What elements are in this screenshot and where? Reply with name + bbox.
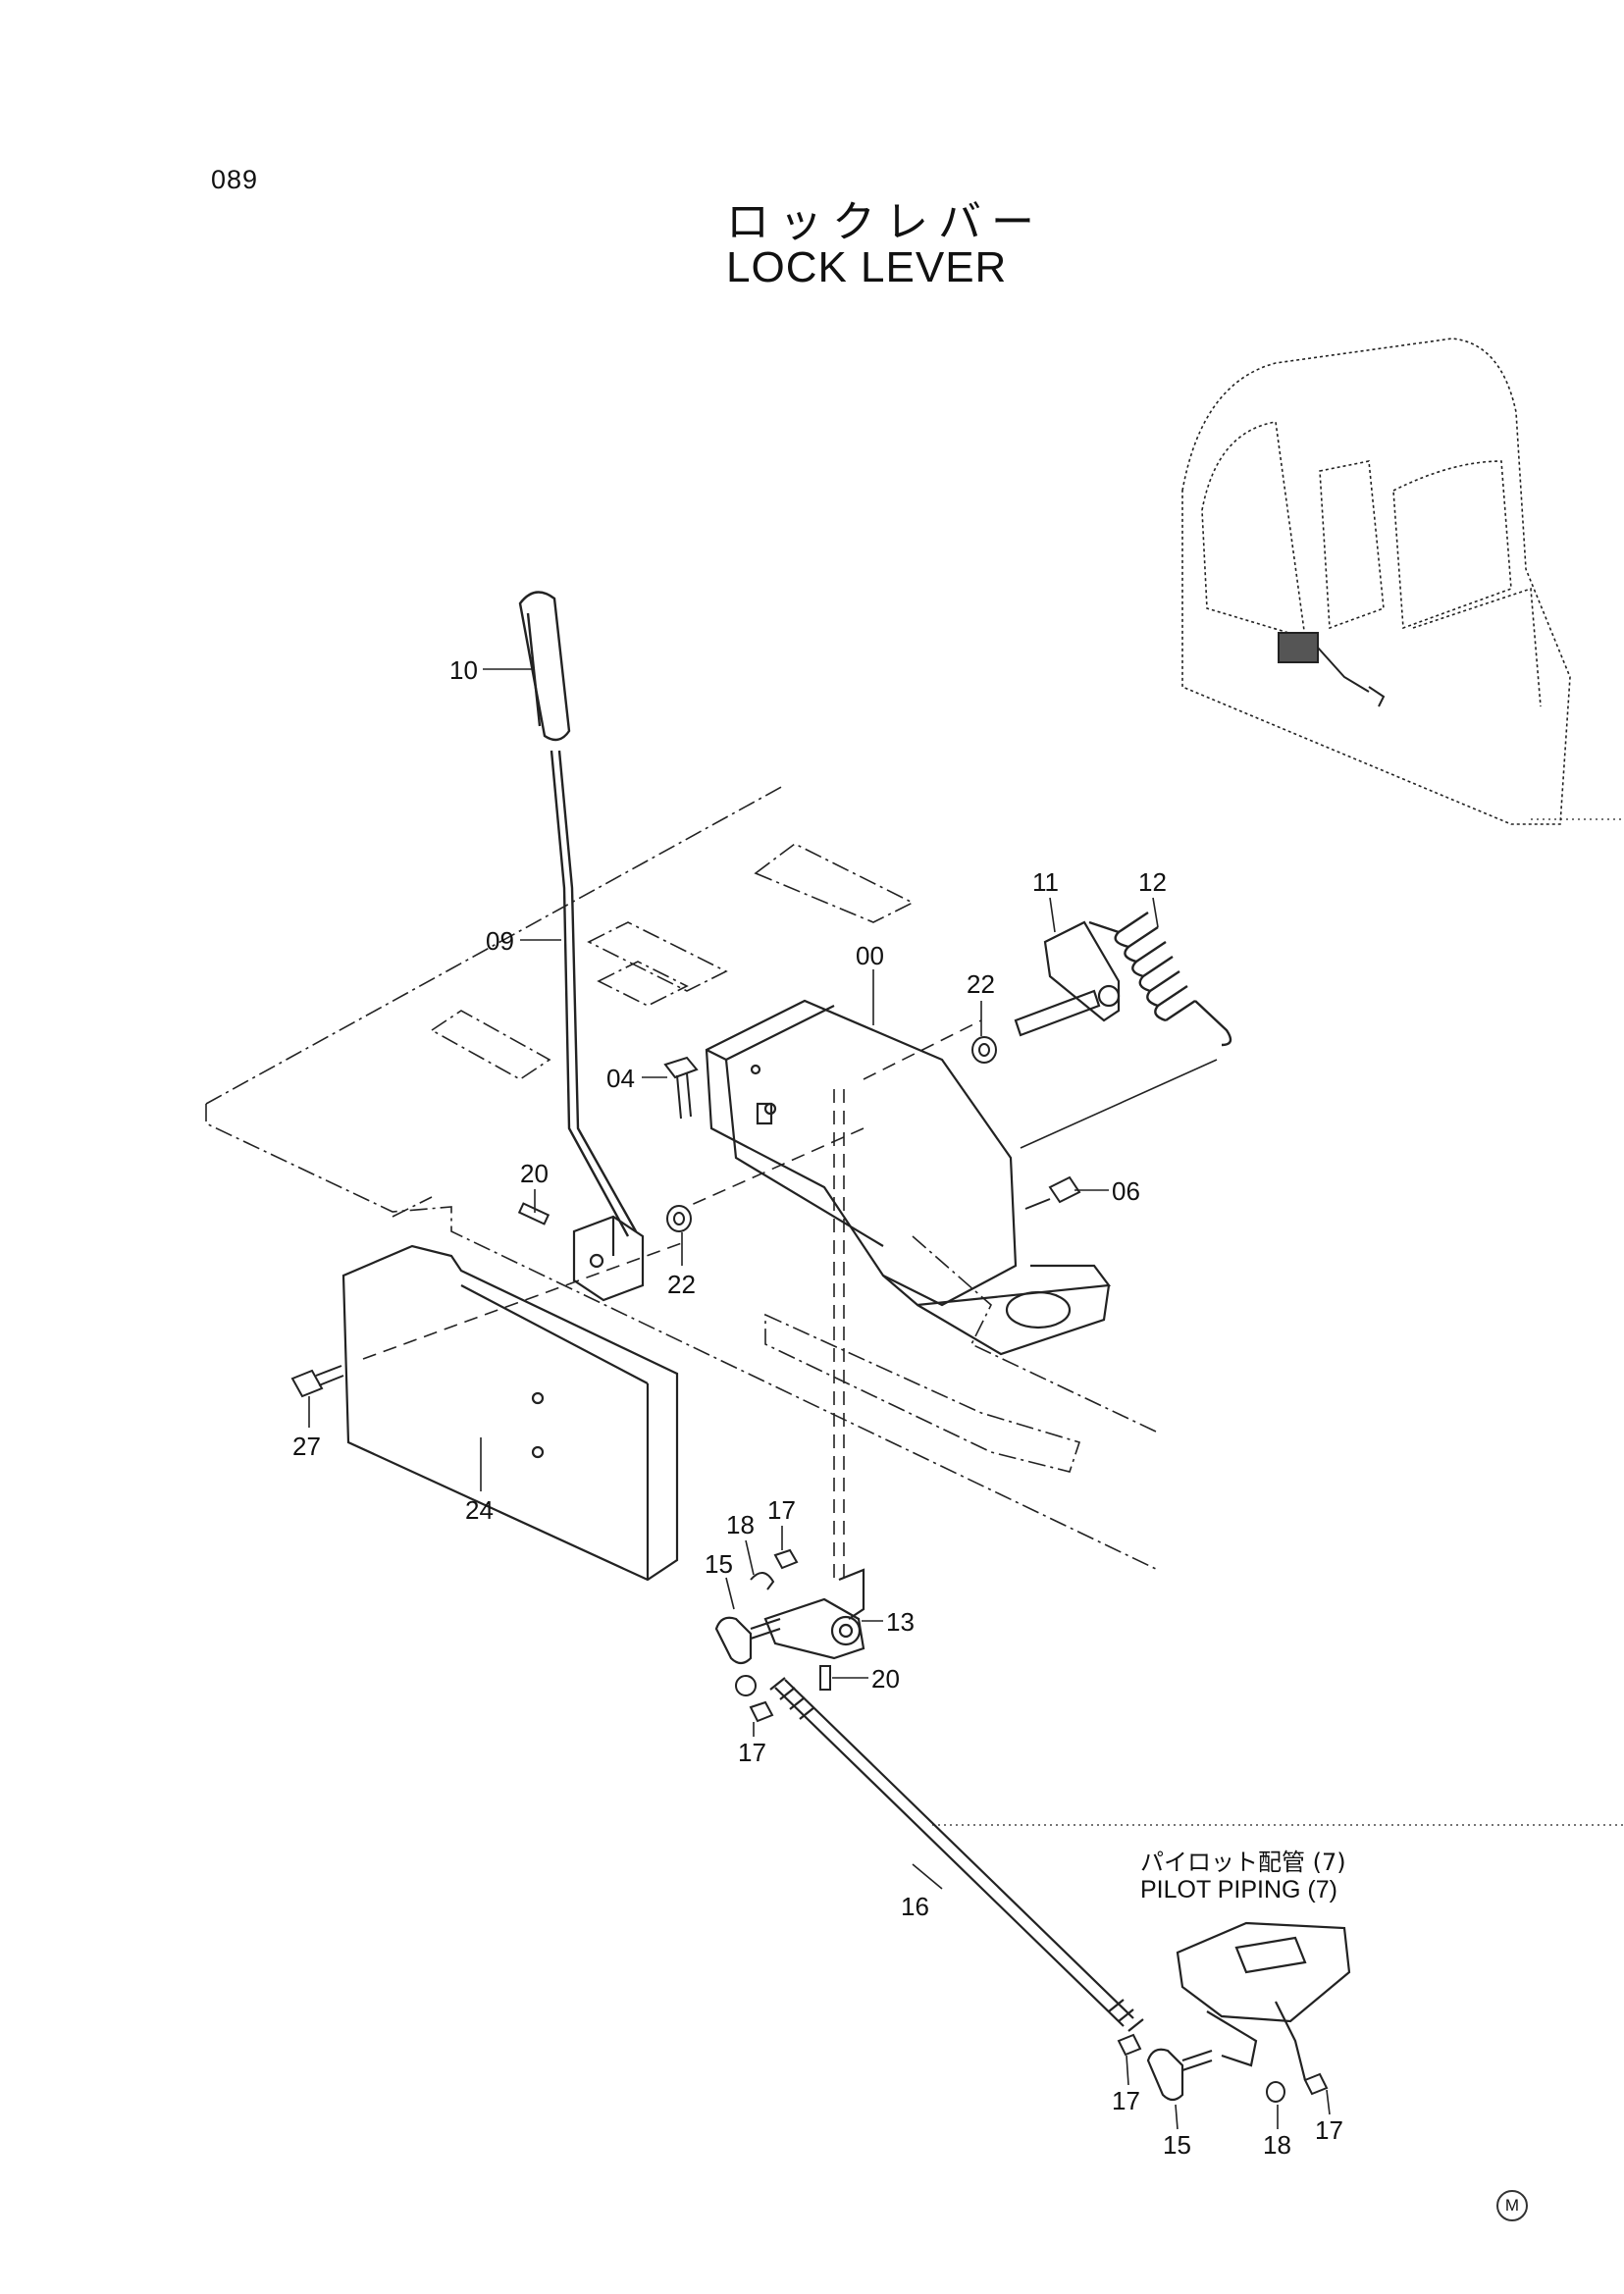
pin-top — [517, 1202, 550, 1225]
callout-12: 12 — [1138, 867, 1167, 897]
bolt-27 — [290, 1365, 344, 1398]
ball-joint-15-upper — [714, 1616, 781, 1665]
connecting-rod-16 — [769, 1677, 1144, 2032]
pin-lower — [819, 1665, 831, 1691]
lock-lever-rod — [550, 750, 638, 1237]
maker-mark-logo: M — [1496, 2190, 1528, 2221]
callout-09: 09 — [486, 926, 514, 956]
callout-17-rod-end: 17 — [1112, 2086, 1140, 2115]
callout-06: 06 — [1112, 1176, 1140, 1206]
bracket-box — [705, 999, 1112, 1356]
callout-18-lower: 18 — [1263, 2130, 1291, 2160]
lever-block — [572, 1215, 645, 1302]
callout-17-upper: 17 — [767, 1495, 796, 1525]
callout-22-lower: 22 — [667, 1270, 696, 1299]
callout-17-lower: 17 — [738, 1738, 766, 1767]
floor-plate-outline — [205, 784, 1159, 1571]
callout-18-upper: 18 — [726, 1510, 755, 1539]
shaft-guide-line — [1020, 1059, 1218, 1149]
cab-inset-lever-detail — [1278, 632, 1386, 707]
washer-18-upper — [750, 1572, 775, 1590]
callout-04: 04 — [606, 1064, 635, 1093]
callout-27: 27 — [292, 1432, 321, 1461]
bolt-04 — [663, 1056, 699, 1120]
page-title-jp: ロックレバー — [726, 197, 1044, 247]
nut-17-upper — [773, 1548, 799, 1570]
reference-label-jp: パイロット配管 (7) — [1140, 1849, 1346, 1876]
lever-shaft — [1014, 920, 1121, 1037]
callout-labels: 10 09 11 12 00 22 04 06 20 22 27 24 18 1… — [292, 655, 1343, 2160]
return-spring — [1088, 912, 1232, 1047]
callout-15-upper: 15 — [705, 1549, 733, 1579]
callout-16: 16 — [901, 1892, 929, 1921]
ball-joint-15-lower — [1146, 2048, 1213, 2102]
pilot-valve — [1176, 1921, 1351, 2081]
lever-grip — [518, 591, 571, 742]
washer-22-upper — [971, 1036, 997, 1064]
lever-plate-24 — [341, 1244, 679, 1582]
page-title-en: LOCK LEVER — [726, 243, 1008, 291]
callout-00: 00 — [856, 941, 884, 970]
cab-inset-illustration — [1181, 338, 1571, 825]
bolt-06 — [1024, 1175, 1081, 1210]
callout-17-valve: 17 — [1315, 2115, 1343, 2145]
nut-17-lower — [735, 1675, 774, 1723]
callout-11: 11 — [1032, 867, 1059, 897]
callout-20-lower: 20 — [871, 1664, 900, 1694]
assembly-dashed-lines — [362, 1019, 982, 1580]
nut-17-valve — [1303, 2072, 1329, 2096]
washer-22-lower — [666, 1205, 692, 1232]
callout-10: 10 — [449, 655, 478, 685]
reference-label-en: PILOT PIPING (7) — [1140, 1876, 1337, 1903]
callout-leader-lines — [308, 668, 1331, 2130]
callout-13: 13 — [886, 1607, 915, 1637]
page-number: 089 — [211, 165, 259, 194]
callout-22-upper: 22 — [967, 969, 995, 999]
callout-24: 24 — [465, 1495, 494, 1525]
lever-arm-13 — [763, 1568, 865, 1660]
washer-18-lower — [1266, 2081, 1285, 2103]
callout-20-upper: 20 — [520, 1159, 549, 1188]
nut-17-rod-end — [1117, 2033, 1142, 2057]
callout-15-lower: 15 — [1163, 2130, 1191, 2160]
